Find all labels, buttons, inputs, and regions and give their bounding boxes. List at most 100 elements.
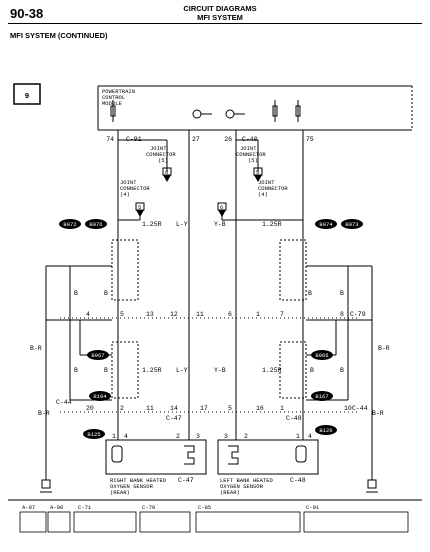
jc2-line2: CONNECTOR xyxy=(120,185,150,192)
heater-element-right xyxy=(295,445,307,463)
side-wire-2: B xyxy=(104,290,108,297)
jc-arrow-3 xyxy=(254,175,262,182)
side-wire-1: B xyxy=(74,290,78,297)
connector-c79: C-79 xyxy=(350,311,366,318)
connector-face-c91 xyxy=(303,511,409,533)
sheet-ref: 9 xyxy=(25,93,30,101)
title-line-2: MFI SYSTEM xyxy=(197,13,243,22)
jc3-number: (5) xyxy=(248,157,258,164)
side-wire-11: B xyxy=(310,367,314,374)
jc4-pin: 6 xyxy=(220,204,223,211)
pin-r1-7: 7 xyxy=(280,311,284,318)
connector-c44-right: C-44 xyxy=(352,405,368,412)
page-number: 90-38 xyxy=(10,6,44,21)
sensor-right-pin-1: 1 xyxy=(296,433,300,440)
ground-symbol-left xyxy=(40,479,52,493)
sensor-left-connector: C-47 xyxy=(178,477,194,484)
bottom-connector-c91: C-91 xyxy=(306,504,320,511)
sensor-left-line1: RIGHT BANK HEATED xyxy=(110,477,167,484)
sensor-element-left xyxy=(184,445,195,465)
title-line-1: CIRCUIT DIAGRAMS xyxy=(183,4,257,13)
pcm-label-2: CONTROL xyxy=(102,94,125,101)
heater-element-left xyxy=(111,445,123,463)
side-wire-7: B xyxy=(74,367,78,374)
ground-ref-left: 3 xyxy=(44,482,47,489)
bubble-b126-text: B126 xyxy=(319,427,332,434)
sensor-right-connector: C-48 xyxy=(290,477,306,484)
bottom-connector-a97: A-97 xyxy=(22,504,35,511)
pin-r2-20: 20 xyxy=(86,405,94,412)
bubble-b074-text: B074 xyxy=(319,221,333,228)
header-rule xyxy=(8,23,422,24)
pcm-pin-26: 26 xyxy=(224,136,232,143)
jc1-number: (5) xyxy=(158,157,168,164)
pcm-label-3: MODULE xyxy=(102,100,123,107)
jc-arrow-2 xyxy=(136,210,144,217)
bubble-b073 xyxy=(341,219,363,229)
junction-lower-left xyxy=(111,341,139,399)
pin-r2-16: 16 xyxy=(256,405,264,412)
sensor-box-left-bank xyxy=(217,439,319,475)
connector-face-c85 xyxy=(195,511,301,533)
sensor-right-pin-4: 4 xyxy=(308,433,312,440)
connector-c48: C-48 xyxy=(286,415,302,422)
jc4-line1: JOINT xyxy=(258,179,275,186)
pcm-label-1: POWERTRAIN xyxy=(102,88,135,95)
pin-r2-1: 1 xyxy=(280,405,284,412)
sensor-right-line1: LEFT BANK HEATED xyxy=(220,477,274,484)
side-wire-9: B-R xyxy=(378,345,390,352)
wire-label-lower-3: Y-B xyxy=(214,367,226,374)
jc2-pin: 5 xyxy=(138,204,141,211)
ground-ref-right: 3 xyxy=(370,482,373,489)
jc4-number: (4) xyxy=(258,191,268,198)
wire-label-upper-2: L-Y xyxy=(176,221,188,228)
bubble-b167-text: B167 xyxy=(315,393,328,400)
wire-label-lower-4: 1.25R xyxy=(262,367,282,374)
pcm-pin-27: 27 xyxy=(192,136,200,143)
pin-r2-17: 17 xyxy=(200,405,208,412)
pin-r1-12: 12 xyxy=(170,311,178,318)
jc-arrow-4 xyxy=(218,210,226,217)
wire-label-upper-1: 1.25R xyxy=(142,221,162,228)
jc1-line2: CONNECTOR xyxy=(146,151,176,158)
connector-face-a98 xyxy=(47,511,71,533)
junction-upper-left xyxy=(111,239,139,301)
pin-r1-6: 6 xyxy=(228,311,232,318)
section-title: MFI SYSTEM (CONTINUED) xyxy=(10,31,108,40)
side-wire-3: B xyxy=(308,290,312,297)
sensor-right-pin-3: 3 xyxy=(224,433,228,440)
sensor-right-line3: (REAR) xyxy=(220,489,240,496)
sensor-right-pin-2: 2 xyxy=(244,433,248,440)
jc2-number: (4) xyxy=(120,191,130,198)
sensor-left-pin-4: 4 xyxy=(124,433,128,440)
pin-r2-2: 2 xyxy=(120,405,124,412)
ground-symbol-right xyxy=(366,479,378,493)
sensor-right-line2: OXYGEN SENSOR xyxy=(220,483,264,490)
pin-r1-11: 11 xyxy=(196,311,204,318)
side-wire-12: B xyxy=(340,367,344,374)
wire-label-upper-4: 1.25R xyxy=(262,221,282,228)
jc1-line1: JOINT xyxy=(150,145,167,152)
side-wire-6: B-R xyxy=(38,410,50,417)
pcm-pin-74: 74 xyxy=(106,136,114,143)
wire-label-lower-1: 1.25R xyxy=(142,367,162,374)
bubble-b067 xyxy=(87,350,109,360)
jc3-line2: CONNECTOR xyxy=(236,151,266,158)
page-title: CIRCUIT DIAGRAMS MFI SYSTEM xyxy=(150,4,290,22)
bubble-b066 xyxy=(311,350,333,360)
sensor-left-pin-1: 1 xyxy=(112,433,116,440)
bubble-b125-text: B125 xyxy=(87,431,100,438)
side-wire-10: B-R xyxy=(372,410,384,417)
junction-upper-right xyxy=(279,239,307,301)
bubble-b072-text: B072 xyxy=(63,221,76,228)
bubble-b066-text: B066 xyxy=(315,352,328,359)
bubble-b074 xyxy=(315,219,337,229)
side-wire-4: B xyxy=(340,290,344,297)
pin-r1-4: 4 xyxy=(86,311,90,318)
sensor-box-right-bank xyxy=(105,439,207,475)
pin-r1-13: 13 xyxy=(146,311,154,318)
bubble-b073-text: B073 xyxy=(345,221,358,228)
connector-c47: C-47 xyxy=(166,415,182,422)
sheet-ref-box xyxy=(13,83,41,105)
